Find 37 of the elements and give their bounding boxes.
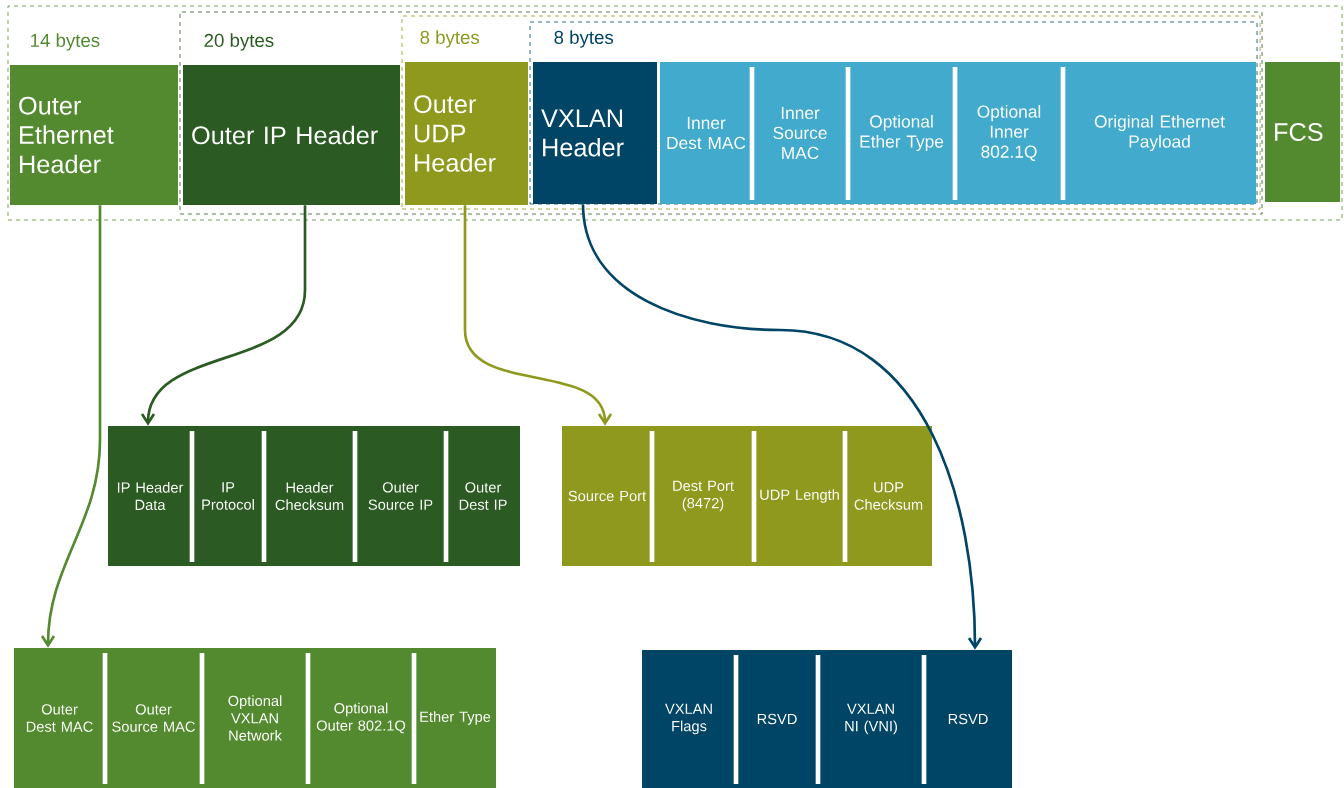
header-block: Outer IP Header: [183, 65, 400, 205]
arrow: [463, 205, 613, 426]
header-block: FCS: [1265, 62, 1340, 202]
field-label: Optional VXLAN Network: [228, 695, 282, 741]
field-band: [642, 650, 1012, 788]
field-label: VXLAN NI (VNI): [845, 703, 897, 735]
field-label: Outer Dest IP: [459, 482, 507, 510]
field-label: Original Ethernet Payload: [1094, 114, 1225, 152]
field-label: Source Port: [568, 490, 646, 502]
header-block: VXLAN Header: [533, 62, 657, 204]
field-label: Optional Ether Type: [860, 114, 944, 152]
field-label: IP Header Data: [117, 481, 184, 511]
header-block: Outer UDP Header: [405, 62, 528, 205]
arrow: [40, 205, 102, 648]
field-band: [14, 648, 496, 788]
field-label: Ether Type: [420, 711, 491, 725]
field-label: UDP Length: [760, 489, 839, 503]
field-label: UDP Checksum: [854, 482, 923, 510]
field-label: Dest Port (8472): [673, 480, 734, 512]
arrow: [581, 204, 983, 650]
field-label: VXLAN Flags: [665, 703, 712, 735]
field-band: [108, 426, 520, 566]
field-label: Optional Outer 802.1Q: [316, 702, 406, 734]
arrow: [140, 205, 307, 426]
field-label: Optional Inner 802.1Q: [977, 105, 1041, 161]
field-label: RSVD: [948, 713, 988, 725]
field-band: [660, 62, 1256, 204]
field-label: IP Protocol: [202, 482, 254, 510]
field-label: Inner Dest MAC: [667, 116, 746, 150]
field-label: Outer Dest MAC: [26, 704, 93, 732]
header-block: Outer Ethernet Header: [10, 65, 178, 205]
field-label: Header Checksum: [275, 481, 344, 511]
field-label: Outer Source IP: [368, 482, 433, 510]
field-band: [562, 426, 932, 566]
field-label: RSVD: [757, 713, 797, 725]
field-label: Inner Source MAC: [773, 106, 827, 160]
field-label: Outer Source MAC: [112, 704, 195, 732]
